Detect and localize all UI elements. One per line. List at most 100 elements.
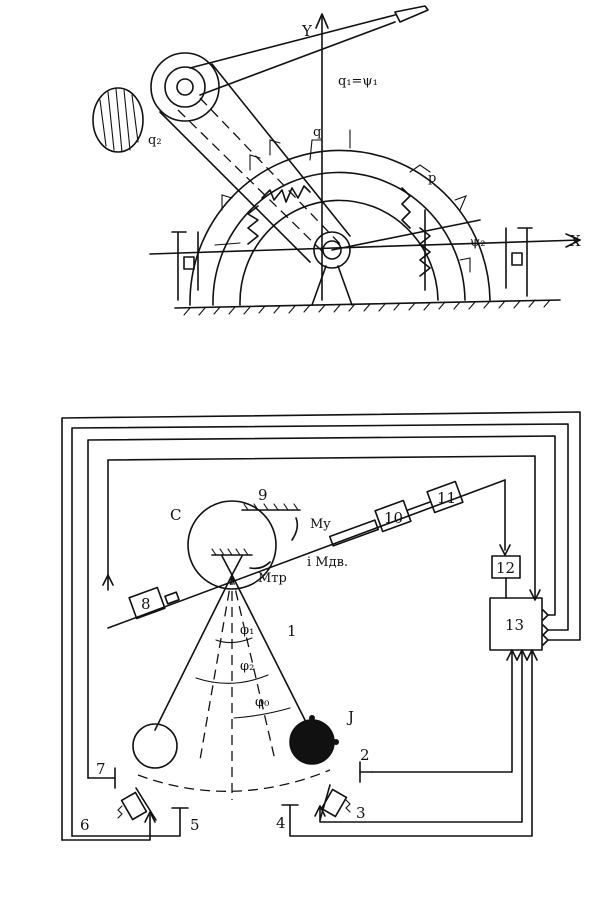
label-Mdv: i Mдв.: [307, 555, 348, 570]
arrow-13c: [542, 634, 549, 646]
label-My: My: [310, 517, 331, 532]
arrow-13a: [542, 609, 549, 621]
right-sensor-box: [511, 252, 523, 266]
label-q: q: [313, 125, 321, 140]
bob-right-dot: [309, 715, 315, 721]
label-q1-psi1: q₁=ψ₁: [338, 74, 378, 89]
main-shaft: [107, 479, 506, 629]
top-mechanism-diagram: Y X: [92, 5, 581, 316]
wire-13-to-2: [371, 649, 513, 773]
load-hatching: [99, 88, 139, 153]
x-axis-label: X: [570, 232, 581, 250]
left-outer-bracket: [171, 231, 187, 301]
arrow-Mtr: [249, 561, 271, 570]
feedback-loop-7: [87, 435, 556, 779]
label-2: 2: [360, 746, 370, 764]
cable-top: [189, 14, 396, 69]
upper-pulley-outer: [150, 52, 220, 122]
mount-9-hatch: [243, 503, 299, 511]
block-8: [128, 586, 166, 620]
pivot-triangle: [221, 555, 243, 576]
block-12-label: 12: [496, 559, 515, 577]
label-J: J: [346, 708, 354, 726]
bob-left: [132, 723, 178, 769]
bob-right: [289, 719, 335, 765]
arrow-up-13a: [506, 649, 518, 661]
outer-semicircle: [189, 149, 491, 306]
spring-right-top: [401, 187, 411, 229]
label-6: 6: [80, 816, 90, 834]
swing-arc: [137, 769, 331, 792]
label-7: 7: [96, 760, 106, 778]
label-p: p: [428, 171, 436, 186]
arrow-to-13: [529, 589, 541, 601]
flag-marks: [214, 129, 471, 273]
magnet-left: [117, 787, 157, 821]
label-q2: q₂: [148, 133, 162, 148]
spring-right-bottom: [419, 227, 431, 277]
label-4: 4: [276, 814, 286, 832]
disc-C: [187, 500, 277, 590]
gripper-tip: [394, 5, 429, 23]
label-Mtr: Mтр: [258, 571, 287, 586]
arm-centerline-a: [177, 109, 327, 256]
bottom-control-diagram: 8 10 11 12 13 C 9: [61, 411, 581, 841]
label-1: 1: [287, 622, 297, 640]
pivot-hatch: [211, 548, 249, 556]
ground-line: [174, 299, 561, 309]
feedback-loop-5: [71, 423, 569, 837]
link-10-11: [407, 501, 431, 511]
label-5: 5: [190, 816, 200, 834]
load-body: [92, 87, 144, 153]
label-9: 9: [258, 486, 268, 504]
angle-ray: [331, 219, 481, 251]
right-outer-bracket: [517, 227, 533, 297]
label-phi1: φ₁: [240, 623, 254, 638]
support-leg-right: [337, 265, 353, 306]
bob-right-dot2: [333, 739, 339, 745]
wire-13-to-4: [289, 649, 533, 837]
magnet-right: [319, 784, 351, 821]
pendulum-left: [154, 574, 233, 731]
arrow-up-13c: [526, 649, 538, 661]
arm-centerline-b: [199, 97, 343, 247]
feedback-loop-6: [61, 411, 581, 841]
coupling-10: [328, 519, 380, 547]
ground-hatching: [183, 299, 551, 316]
y-axis-arrow: [315, 13, 329, 29]
wire-5: [71, 807, 181, 837]
arm-side-b: [211, 63, 351, 237]
arm-side-a: [159, 111, 311, 263]
label-3: 3: [356, 804, 366, 822]
cable-lower: [199, 21, 396, 96]
arc-q2: [195, 674, 269, 684]
coupling-8: [164, 591, 180, 605]
support-leg-left: [311, 265, 327, 306]
arrow-13b: [542, 624, 549, 636]
block-13-label: 13: [505, 616, 524, 634]
hub-inner: [322, 240, 342, 260]
block-10: [374, 499, 412, 533]
wire-13-to-3: [319, 649, 523, 823]
y-axis-label: Y: [301, 22, 313, 40]
label-phi2: φ₂: [240, 659, 254, 674]
block-10-label: 10: [384, 509, 403, 527]
spring-left-side: [247, 205, 259, 245]
spring-left-top: [261, 185, 311, 203]
wheel-arc: [239, 199, 439, 306]
block-11: [426, 480, 464, 514]
arc-q1: [215, 637, 253, 644]
left-sensor-box: [183, 256, 195, 270]
arrow-up-3: [314, 805, 326, 817]
pendulum-right: [231, 574, 311, 731]
block-8-label: 8: [141, 595, 151, 613]
hub-outer: [313, 231, 351, 269]
pendulum-dash-left: [199, 574, 233, 761]
arrow-up-left: [102, 574, 114, 586]
label-C: C: [170, 506, 181, 524]
upper-pulley-mid: [164, 66, 206, 108]
x-axis: [149, 239, 581, 255]
top-wire: [107, 455, 536, 599]
